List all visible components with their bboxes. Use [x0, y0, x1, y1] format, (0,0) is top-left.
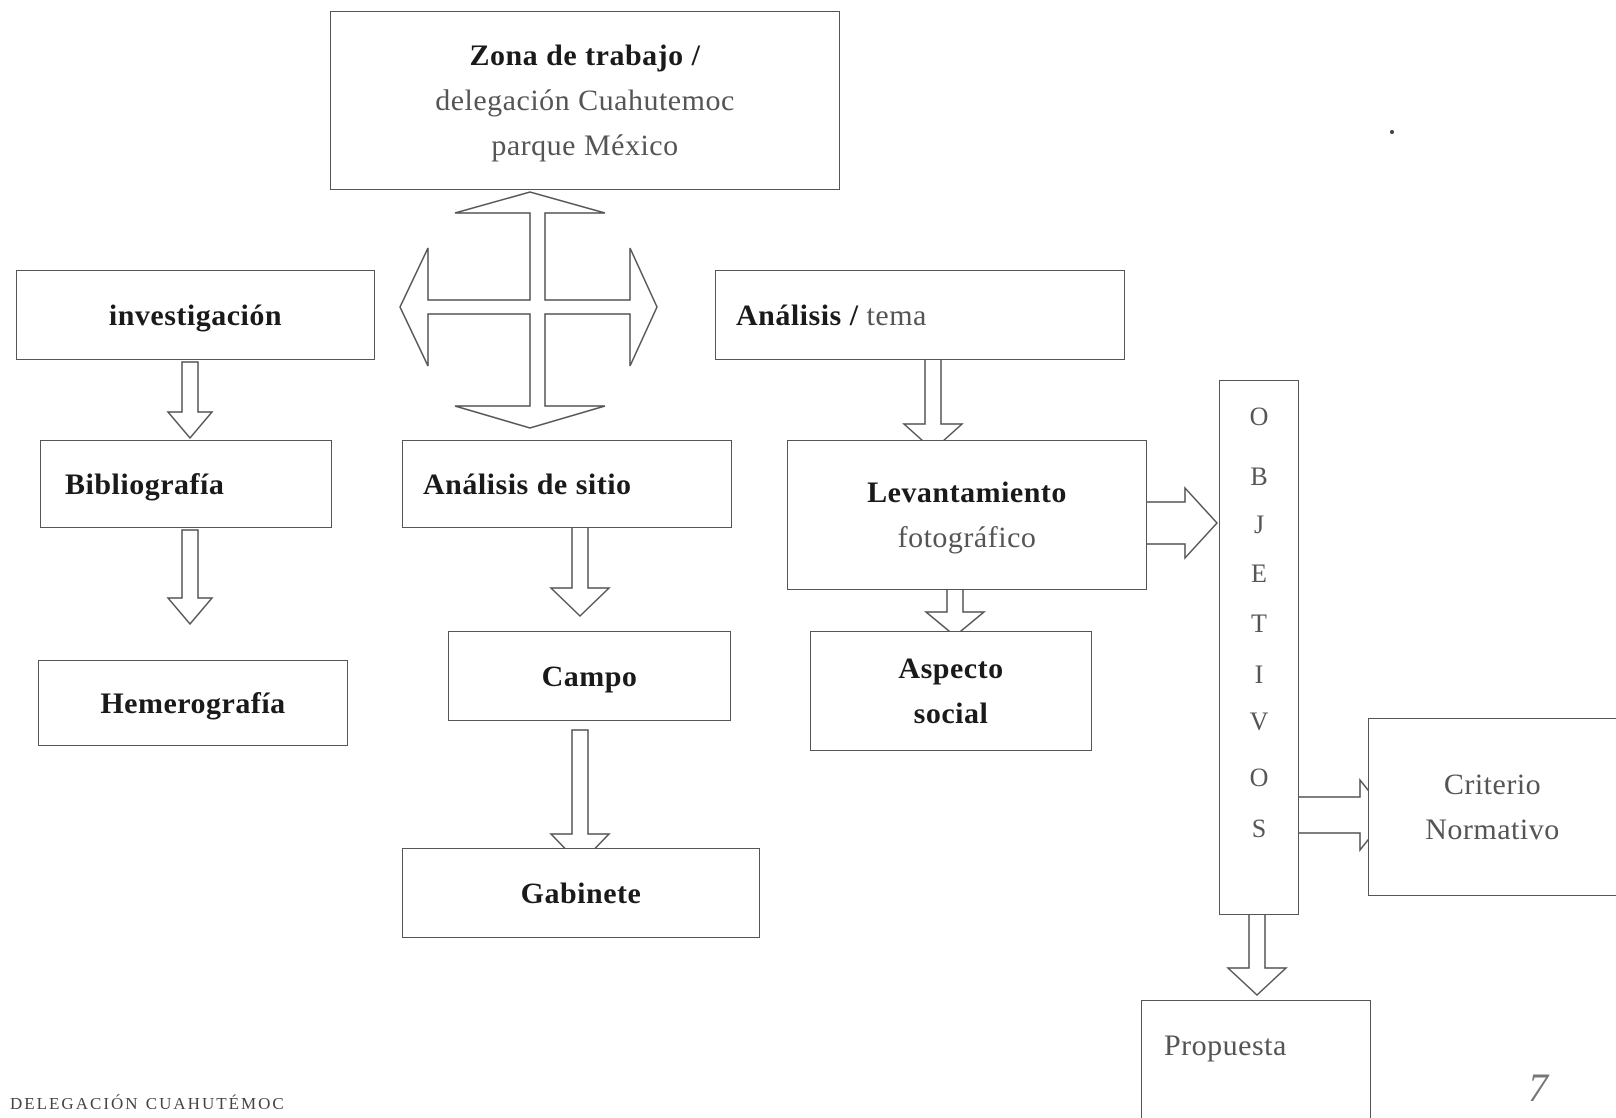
node-propuesta-label: Propuesta	[1164, 1029, 1287, 1062]
node-hemerografia-label: Hemerografía	[100, 686, 286, 720]
arrow-investigacion-bibliografia	[166, 361, 214, 440]
node-analisis-de-sitio-label: Análisis de sitio	[423, 467, 632, 501]
node-objetivos	[1219, 380, 1299, 915]
node-criterio-line1: Criterio	[1443, 768, 1542, 801]
arrow-bibliografia-hemerografia	[166, 529, 214, 626]
node-zona-de-trabajo: Zona de trabajo / delegación Cuahutemoc …	[330, 11, 840, 190]
node-objetivos-letter-5: T	[1251, 609, 1267, 638]
node-objetivos-letter-4: E	[1251, 559, 1267, 588]
four-way-arrow	[399, 191, 658, 429]
node-objetivos-letter-3: J	[1253, 510, 1265, 539]
node-zona-line2: delegación Cuahutemoc	[435, 84, 735, 117]
node-campo: Campo	[448, 631, 731, 721]
node-zona-line1: Zona de trabajo /	[469, 39, 701, 72]
node-analisis-de-sitio: Análisis de sitio	[402, 440, 732, 528]
page-number: 7	[1528, 1065, 1548, 1110]
node-zona-line3: parque México	[491, 129, 679, 162]
node-criterio-normativo: Criterio Normativo	[1368, 718, 1616, 896]
node-aspecto-line1: Aspecto	[898, 652, 1004, 685]
node-analisis-tema-label: Análisis / tema	[736, 293, 927, 338]
node-objetivos-letter-6: I	[1254, 660, 1264, 689]
node-analisis-tema: Análisis / tema	[715, 270, 1125, 360]
node-gabinete: Gabinete	[402, 848, 760, 938]
node-objetivos-letter-2: B	[1250, 462, 1268, 491]
node-propuesta: Propuesta	[1141, 1000, 1371, 1118]
node-levantamiento-bold: Levantamiento	[867, 476, 1067, 509]
node-levantamiento: Levantamiento fotográfico	[787, 440, 1147, 590]
node-objetivos-letter-7: V	[1249, 707, 1269, 736]
node-criterio-line2: Normativo	[1425, 813, 1560, 846]
arrow-sitio-campo	[549, 515, 611, 618]
node-analisis-tema-light: tema	[866, 298, 927, 332]
node-bibliografia: Bibliografía	[40, 440, 332, 528]
node-aspecto-line2: social	[913, 697, 989, 730]
node-bibliografia-label: Bibliografía	[65, 467, 225, 501]
node-campo-label: Campo	[541, 659, 638, 693]
arrow-campo-gabinete	[549, 729, 611, 866]
footer-delegacion: DELEGACIÓN CUAHUTÉMOC	[10, 1094, 286, 1113]
node-objetivos-letter-8: O	[1249, 763, 1269, 792]
node-investigacion-label: investigación	[108, 298, 283, 332]
node-aspecto-social: Aspecto social	[810, 631, 1092, 751]
node-objetivos-letter-9: S	[1251, 814, 1267, 843]
node-gabinete-label: Gabinete	[520, 876, 642, 910]
node-objetivos-letter-1: O	[1249, 402, 1269, 431]
node-investigacion: investigación	[16, 270, 375, 360]
node-levantamiento-light: fotográfico	[897, 521, 1037, 554]
node-hemerografia: Hemerografía	[38, 660, 348, 746]
node-analisis-tema-bold: Análisis /	[736, 298, 859, 332]
